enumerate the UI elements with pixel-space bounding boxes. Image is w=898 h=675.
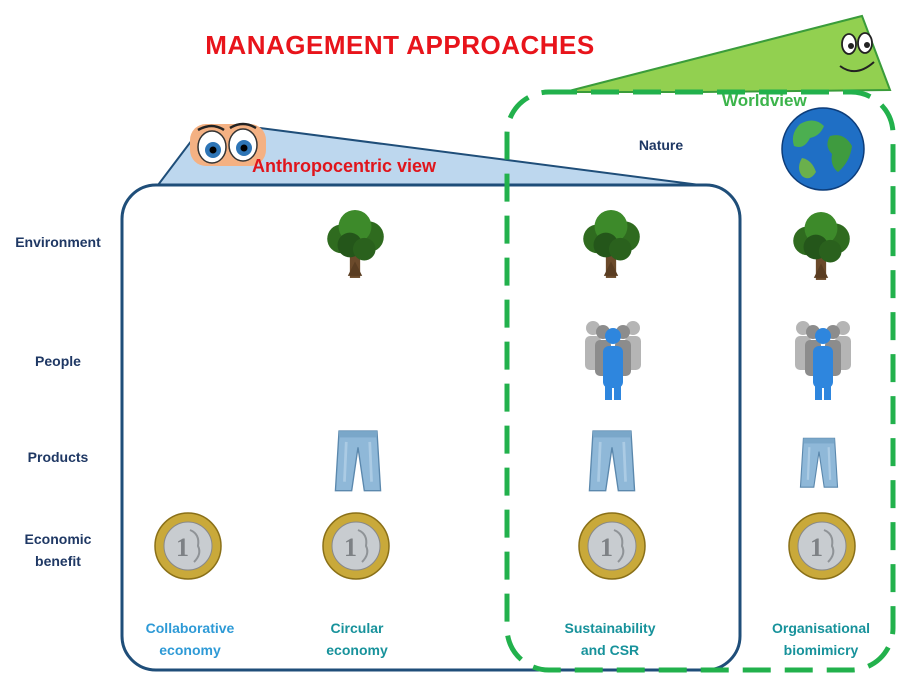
tree-icon bbox=[793, 212, 850, 280]
column-label-collaborative-economy: Collaborative economy bbox=[115, 617, 265, 661]
nature-label: Nature bbox=[638, 137, 684, 153]
anthropocentric-box bbox=[120, 183, 742, 672]
row-label-environment: Environment bbox=[15, 234, 101, 250]
euro-coin-icon bbox=[154, 512, 222, 580]
anthropocentric-view-label: Anthropocentric view bbox=[252, 156, 437, 176]
row-label-people: People bbox=[35, 353, 81, 369]
column-label-organisational-biomimicry: Organisational biomimicry bbox=[746, 617, 896, 661]
column-label-line1: Organisational bbox=[771, 620, 871, 636]
column-label-line1: Collaborative bbox=[145, 620, 235, 636]
people-group-icon bbox=[795, 321, 851, 400]
tree-icon bbox=[327, 210, 384, 278]
euro-coin-icon bbox=[322, 512, 390, 580]
globe-icon bbox=[781, 107, 865, 191]
worldview-box bbox=[504, 89, 896, 673]
row-label-economic-line2: benefit bbox=[35, 553, 81, 569]
column-label-sustainability-csr: Sustainability and CSR bbox=[535, 617, 685, 661]
column-label-line2: economy bbox=[159, 642, 221, 658]
column-label-circular-economy: Circular economy bbox=[282, 617, 432, 661]
jeans-icon bbox=[334, 429, 382, 493]
column-label-line2: and CSR bbox=[580, 642, 640, 658]
people-group-icon bbox=[585, 321, 641, 400]
column-label-line1: Sustainability bbox=[564, 620, 656, 636]
worldview-label: Worldview bbox=[722, 91, 807, 110]
eyes-icon bbox=[190, 122, 266, 166]
euro-coin-icon bbox=[788, 512, 856, 580]
column-label-line2: economy bbox=[326, 642, 388, 658]
jeans-icon bbox=[588, 429, 636, 493]
row-label-economic-benefit: Economic benefit bbox=[8, 528, 108, 572]
tree-icon bbox=[583, 210, 640, 278]
smiley-face-icon bbox=[839, 32, 875, 73]
column-label-line1: Circular bbox=[330, 620, 384, 636]
row-label-products: Products bbox=[27, 449, 89, 465]
euro-coin-icon bbox=[578, 512, 646, 580]
page-title: MANAGEMENT APPROACHES bbox=[205, 30, 595, 60]
column-label-line2: biomimicry bbox=[783, 642, 859, 658]
jeans-icon bbox=[799, 437, 839, 489]
row-label-economic-line1: Economic bbox=[24, 531, 92, 547]
